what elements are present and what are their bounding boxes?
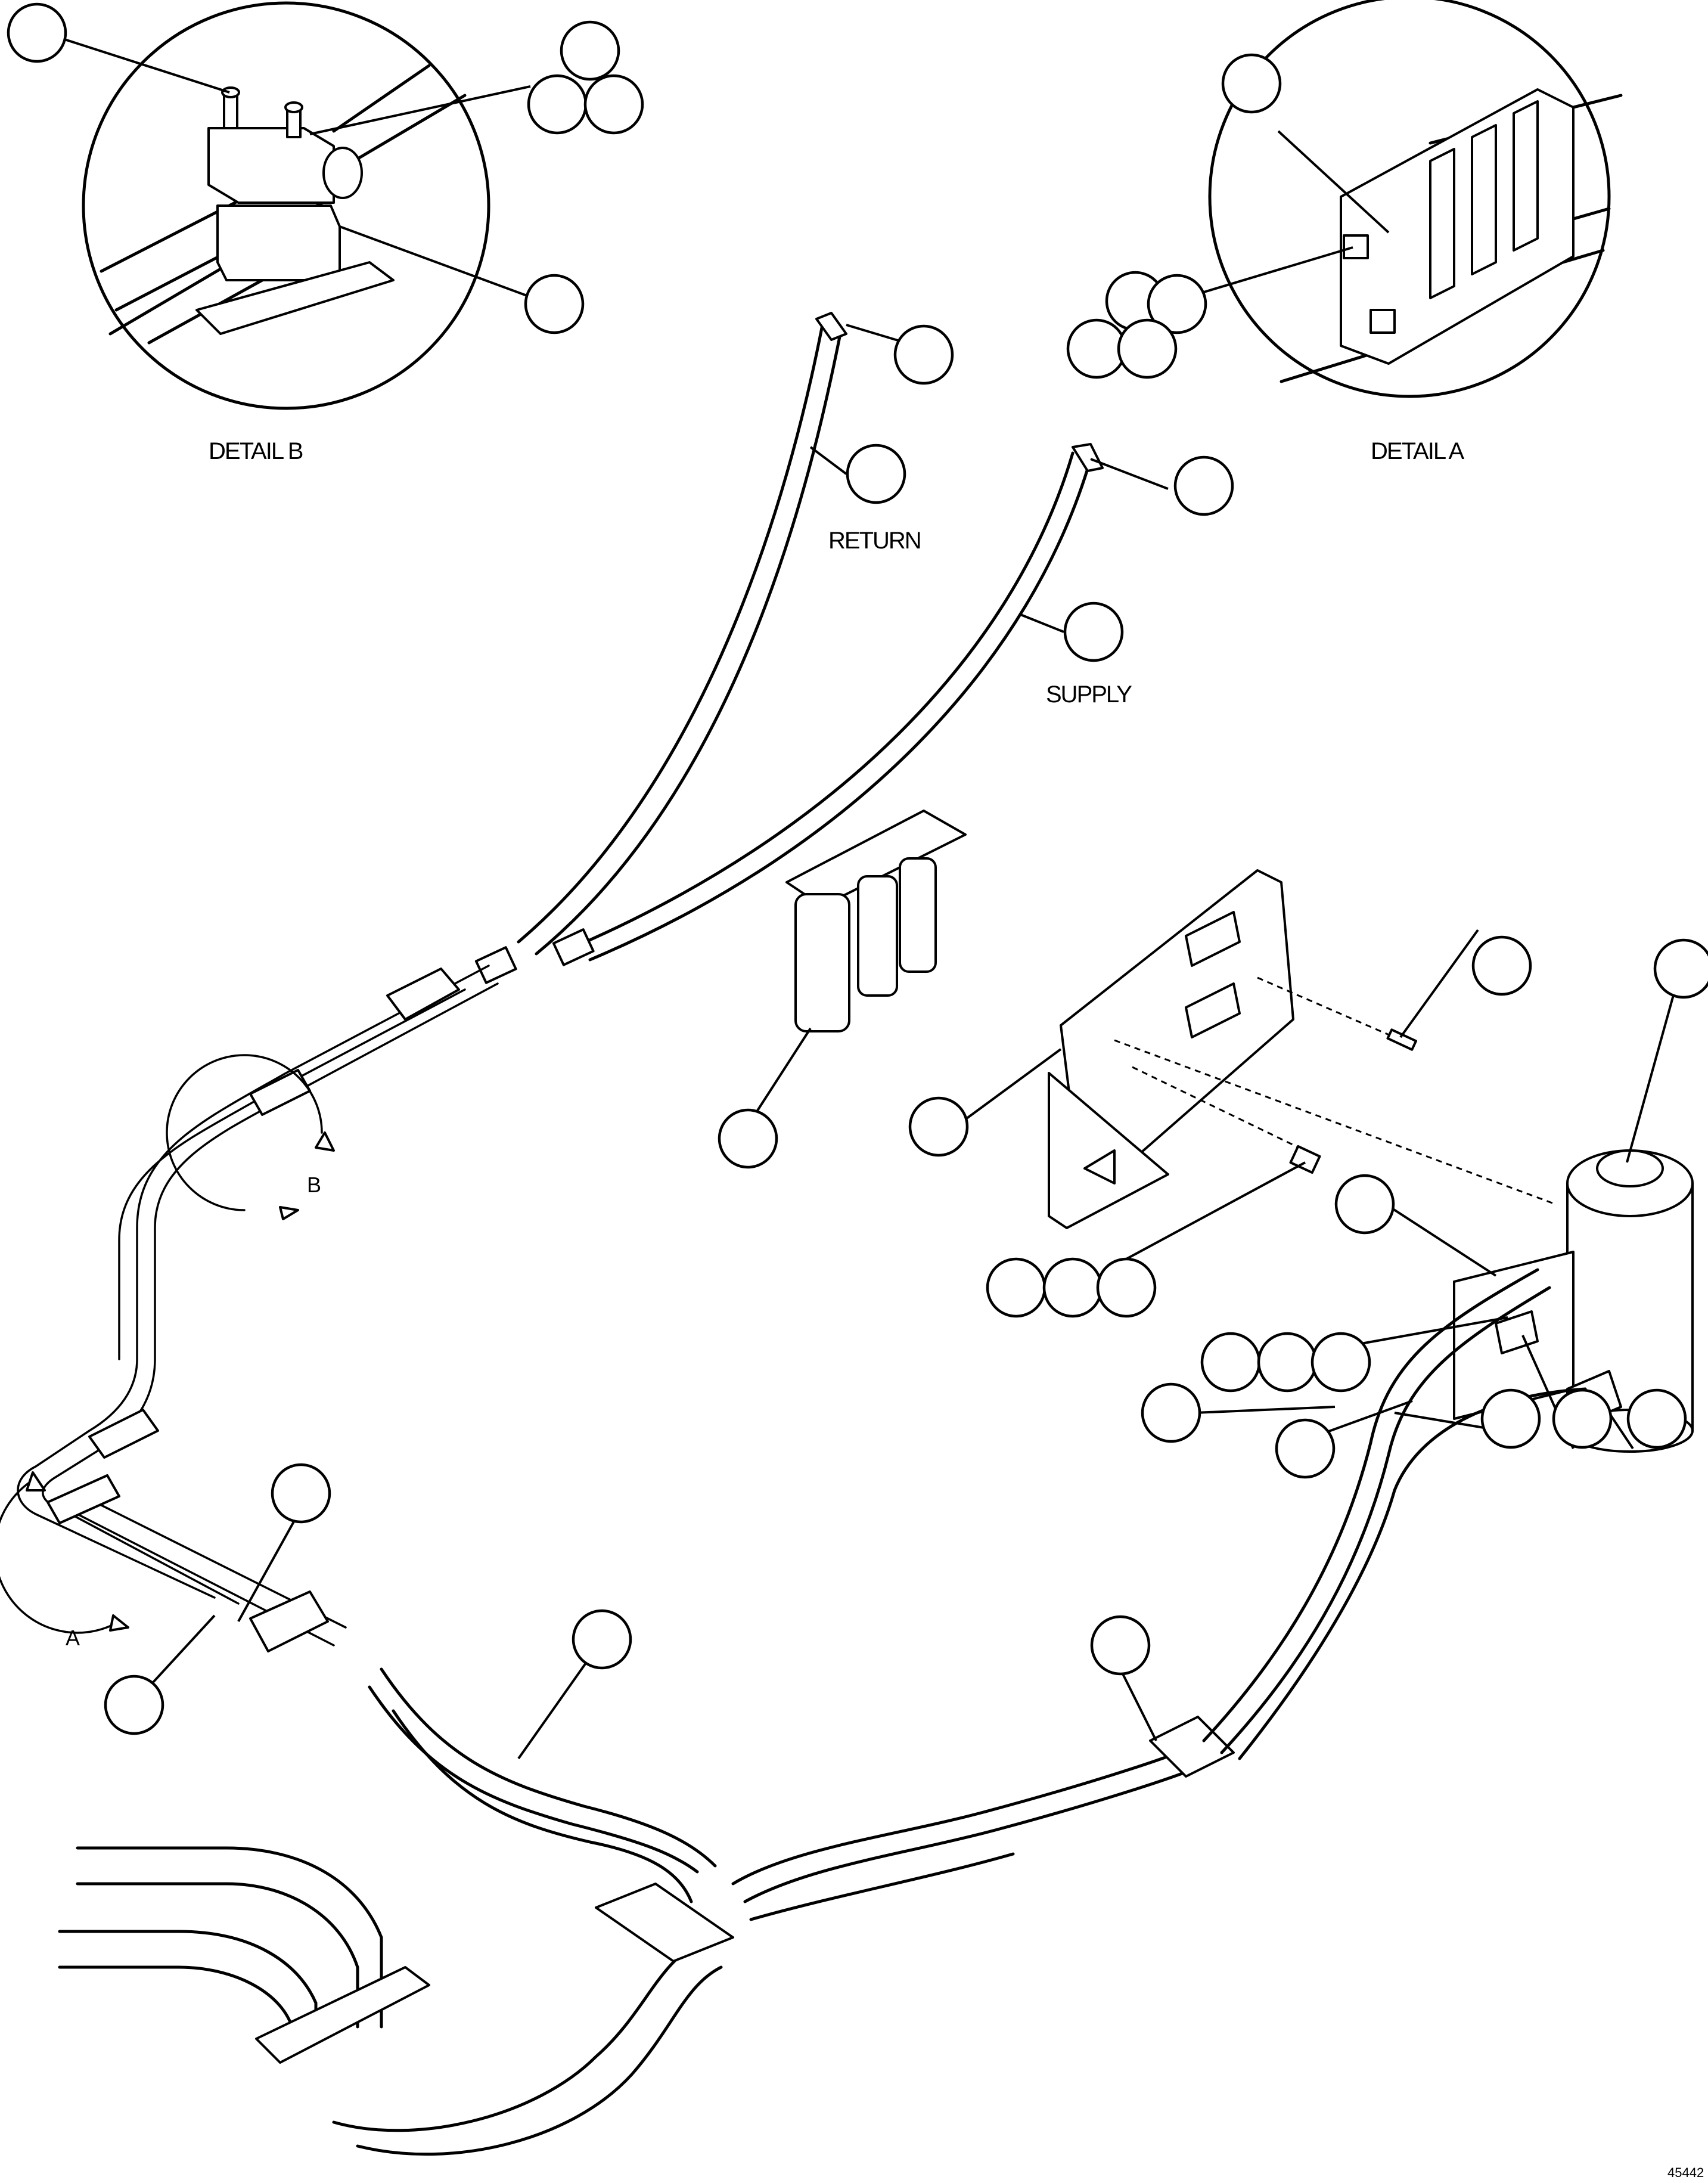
callout-balloon bbox=[1480, 1388, 1541, 1449]
filter-canister bbox=[857, 875, 898, 997]
tube-clamps bbox=[46, 968, 460, 1652]
view-b-marker: B bbox=[166, 1054, 335, 1220]
channel-rail bbox=[195, 261, 395, 335]
mounting-plate bbox=[1048, 869, 1556, 1229]
callout-balloon bbox=[583, 74, 644, 135]
callout-balloon bbox=[1200, 1332, 1261, 1393]
callout-balloon bbox=[1141, 1382, 1201, 1443]
lower-hose-loop bbox=[368, 1667, 1206, 1921]
callout-balloon bbox=[1096, 1257, 1157, 1318]
drawing-id: 45442 bbox=[1667, 2165, 1704, 2180]
callout-balloon bbox=[1334, 1174, 1395, 1235]
callout-balloon bbox=[7, 2, 67, 63]
coupling bbox=[474, 946, 517, 984]
filter-cluster bbox=[785, 810, 967, 1032]
callout-balloon bbox=[104, 1675, 164, 1735]
fitting-upper bbox=[1343, 234, 1369, 259]
callout-balloon bbox=[1117, 318, 1178, 379]
callout-balloon bbox=[1275, 1418, 1336, 1479]
callout-balloon bbox=[1257, 1332, 1318, 1393]
callout-balloon bbox=[1063, 601, 1124, 662]
rigid-tubes bbox=[17, 965, 499, 1646]
mid-bracket bbox=[595, 1883, 734, 1962]
lower-left-pipes bbox=[58, 1716, 1235, 2156]
callout-balloon bbox=[986, 1257, 1046, 1318]
bolt bbox=[1289, 1145, 1321, 1174]
callout-balloon bbox=[1066, 318, 1127, 379]
view-a-letter: A bbox=[66, 1626, 80, 1650]
callout-balloon bbox=[1626, 1388, 1687, 1449]
callout-balloon bbox=[1221, 53, 1282, 114]
callout-balloon bbox=[908, 1096, 969, 1157]
callout-balloon bbox=[1310, 1332, 1371, 1393]
callout-balloon bbox=[572, 1609, 632, 1670]
return-hose bbox=[517, 312, 847, 956]
callout-balloon bbox=[1090, 1615, 1151, 1676]
detail-a-caption: DETAIL A bbox=[1371, 438, 1464, 464]
callout-balloon bbox=[1552, 1388, 1613, 1449]
return-label: RETURN bbox=[828, 528, 921, 554]
fitting-lower bbox=[1369, 309, 1396, 334]
callout-balloon bbox=[1147, 274, 1207, 334]
lower-bracket bbox=[255, 1966, 430, 2064]
callout-balloon bbox=[718, 1108, 778, 1169]
detail-b-view bbox=[82, 1, 490, 410]
coupling bbox=[552, 928, 595, 966]
callout-balloon bbox=[560, 20, 620, 81]
view-b-letter: B bbox=[307, 1173, 321, 1197]
callout-balloon bbox=[271, 1463, 331, 1524]
detail-b-caption: DETAIL B bbox=[209, 438, 303, 464]
callout-balloon bbox=[1653, 938, 1708, 999]
supply-hose bbox=[570, 443, 1104, 962]
bolt bbox=[1386, 1028, 1418, 1051]
callout-balloon bbox=[1173, 455, 1234, 516]
callout-balloon bbox=[1471, 935, 1532, 996]
view-a-marker: A bbox=[0, 1471, 129, 1650]
detail-a-view bbox=[1208, 0, 1623, 398]
callout-balloon bbox=[527, 74, 588, 135]
callout-balloon bbox=[893, 324, 954, 385]
filter-canister bbox=[899, 857, 937, 973]
callout-balloon bbox=[846, 444, 906, 504]
callout-balloon bbox=[524, 274, 585, 334]
supply-label: SUPPLY bbox=[1046, 681, 1132, 708]
filter-canister bbox=[794, 893, 850, 1032]
callout-balloons bbox=[7, 2, 1708, 1735]
clamp-block bbox=[207, 127, 335, 204]
callout-balloon bbox=[1042, 1257, 1103, 1318]
